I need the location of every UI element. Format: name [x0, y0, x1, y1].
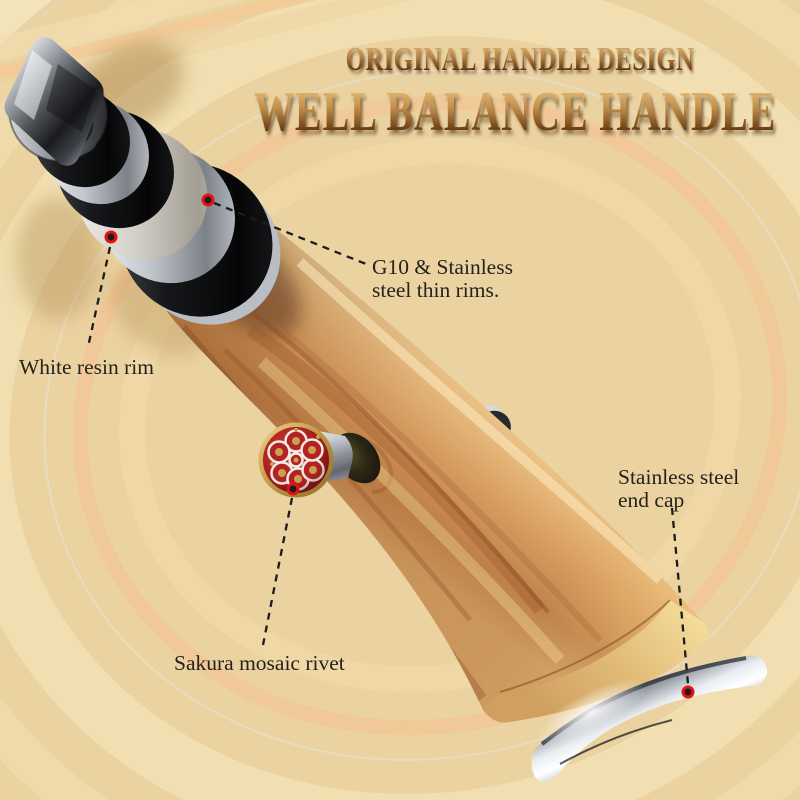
callout-line-white-resin: [86, 246, 112, 348]
handle-assembly: [4, 37, 768, 782]
sakura-mosaic-rivet: [258, 422, 353, 498]
callout-label-g10-line1: G10 & Stainless: [372, 255, 513, 279]
callout-label-end-cap-line1: Stainless steel: [618, 465, 740, 489]
callout-lines: [86, 201, 690, 685]
callout-label-sakura: Sakura mosaic rivet: [174, 651, 345, 675]
callout-label-g10: G10 & Stainless steel thin rims.: [372, 255, 513, 302]
callout-line-sakura: [261, 497, 294, 646]
callout-marker-g10: [201, 193, 215, 207]
callout-marker-white-resin: [104, 230, 118, 244]
polished-guard: [4, 37, 104, 166]
callout-label-end-cap: Stainless steel end cap: [618, 465, 740, 512]
wood-shading: [160, 204, 709, 723]
kicker-title: ORIGINAL HANDLE DESIGN: [294, 40, 747, 79]
callout-label-white-resin: White resin rim: [19, 355, 154, 379]
callout-marker-end-cap: [681, 685, 695, 699]
callout-line-end-cap: [670, 507, 690, 685]
stainless-end-cap: [531, 655, 768, 782]
callout-label-end-cap-line2: end cap: [618, 488, 685, 512]
callout-marker-sakura: [286, 482, 300, 496]
wood-cut-face: [483, 599, 709, 723]
callout-label-g10-line2: steel thin rims.: [372, 278, 500, 302]
page-title: WELL BALANCE HANDLE: [227, 81, 800, 144]
callout-line-g10: [213, 201, 367, 266]
